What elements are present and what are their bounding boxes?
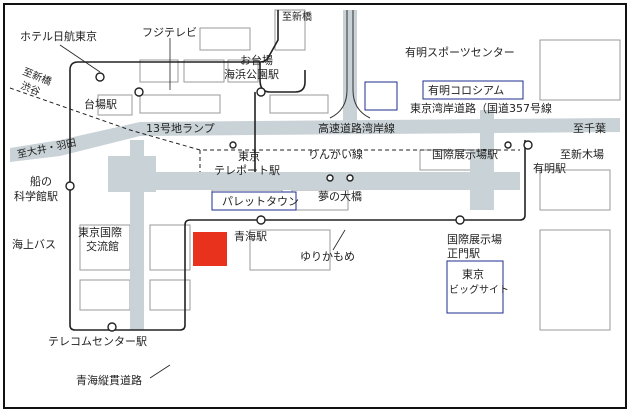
label-ariake-coliseum: 有明コロシアム xyxy=(428,83,504,97)
label-odaiba-1: お台場 xyxy=(240,53,273,67)
label-shi-shinbashi-a: 至新橋 xyxy=(282,10,312,23)
yurikamome-line xyxy=(69,10,526,331)
label-teleport-1: 東京 xyxy=(238,149,260,163)
yume-ohashi-marker-2 xyxy=(346,174,354,182)
aomi-jukan-road xyxy=(130,140,144,330)
east-block xyxy=(470,150,492,210)
map-frame xyxy=(3,3,627,409)
station-telecom-marker xyxy=(107,322,117,332)
label-hotel-nikko: ホテル日航東京 xyxy=(20,29,97,43)
label-ariake-station: 有明駅 xyxy=(533,161,566,175)
label-funeno-2: 科学館駅 xyxy=(14,189,58,203)
label-rinkai: りんかい線 xyxy=(308,147,363,161)
label-kaijo-bus: 海上バス xyxy=(12,237,56,251)
wangan-expressway xyxy=(10,118,620,162)
label-odaiba-2: 海浜公園駅 xyxy=(224,67,279,81)
label-shi-chiba: 至千葉 xyxy=(573,121,606,135)
destination-marker xyxy=(193,232,227,266)
ariake-coliseum-box xyxy=(422,80,524,100)
central-avenue xyxy=(108,172,520,190)
label-ariake-sports: 有明スポーツセンター xyxy=(405,45,515,59)
label-kokusai-seimon-1: 国際展示場 xyxy=(447,233,502,246)
station-teleport-marker xyxy=(229,141,237,149)
station-kokusai-tenjijo-marker xyxy=(504,141,512,149)
big-sight-box xyxy=(446,260,504,314)
label-teleport-2: テレポート駅 xyxy=(214,164,280,177)
station-hotel-nikko-marker xyxy=(95,72,105,82)
station-daiba-marker xyxy=(134,87,144,97)
label-funeno-1: 船の xyxy=(30,174,52,188)
map-labels: ホテル日航東京 フジテレビ 至新橋 お台場 海浜公園駅 至新橋 渋谷 台場駅 有… xyxy=(12,10,606,387)
yume-ohashi-marker xyxy=(326,174,334,182)
label-tokyo-kokusai-2: 交流館 xyxy=(86,239,119,253)
expressway-north xyxy=(343,10,357,122)
station-ariake-marker xyxy=(523,140,533,150)
label-shi-shinkiba: 至新木場 xyxy=(560,147,604,161)
label-tokyo-kokusai-1: 東京国際 xyxy=(78,225,122,239)
station-aomi-marker xyxy=(256,215,266,225)
label-fuji-tv: フジテレビ xyxy=(142,26,197,39)
label-aomi-jukan: 青海縦貫道路 xyxy=(76,373,142,387)
label-big-sight-2: ビッグサイト xyxy=(449,283,509,296)
palette-town-box xyxy=(211,191,297,211)
expressway-lines xyxy=(329,10,371,119)
label-wangan-road: 東京湾岸道路（国道357号線 xyxy=(410,101,552,115)
label-aomi: 青海駅 xyxy=(234,229,267,243)
label-palette-town: パレットタウン xyxy=(222,195,299,208)
label-ramp-13: 13号地ランプ xyxy=(146,122,215,135)
station-kokusai-seimon-marker xyxy=(455,215,465,225)
station-odaiba-marker xyxy=(256,87,266,97)
city-blocks xyxy=(79,9,621,331)
ariake-sports-box xyxy=(364,81,398,111)
label-telecom-center: テレコムセンター駅 xyxy=(48,335,147,348)
label-daiba: 台場駅 xyxy=(84,97,117,111)
stations xyxy=(65,72,533,332)
label-big-sight-1: 東京 xyxy=(462,267,484,281)
label-kokusai-tenjijo: 国際展示場駅 xyxy=(432,148,498,161)
label-yume-ohashi: 夢の大橋 xyxy=(318,189,362,203)
station-funeno-marker xyxy=(65,181,75,191)
label-expressway: 高速道路湾岸線 xyxy=(318,121,395,135)
label-yurikamome: ゆりかもめ xyxy=(300,250,355,263)
label-kokusai-seimon-2: 正門駅 xyxy=(447,247,480,260)
